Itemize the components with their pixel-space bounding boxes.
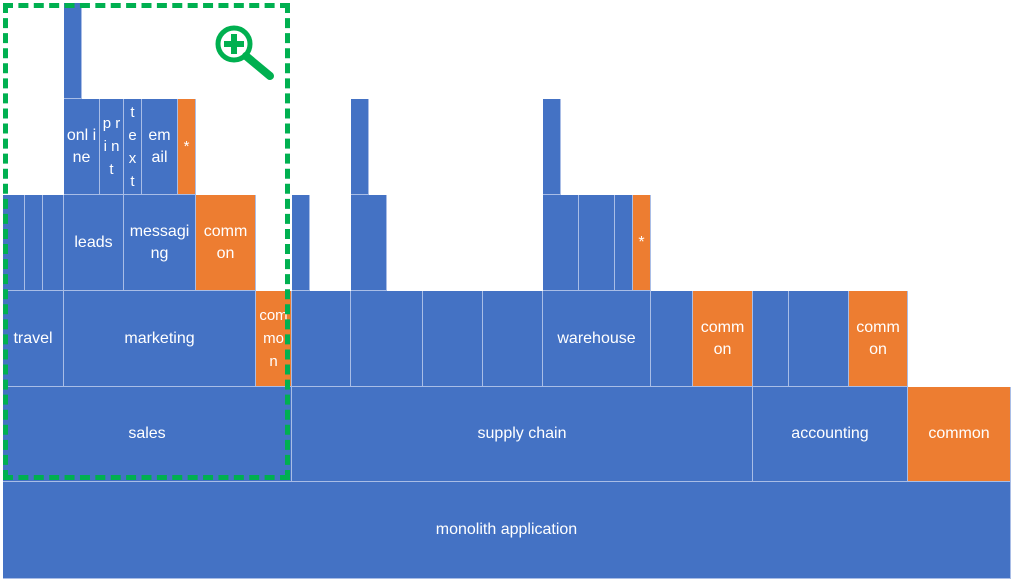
common-label-root: common xyxy=(928,425,990,442)
accounting-submodule-1 xyxy=(753,291,789,387)
common-label-sales: com mo n xyxy=(259,307,288,370)
leads-label: leads xyxy=(74,233,113,251)
leads-block: leads xyxy=(64,195,124,291)
text-label: t e x t xyxy=(128,103,137,190)
supply-submodule-5 xyxy=(651,291,693,387)
supply-leaf-1 xyxy=(292,195,310,291)
zoom-in-magnifier-icon[interactable] xyxy=(210,24,280,84)
common-block-supply: comm on xyxy=(693,291,753,387)
online-block: onl ine xyxy=(64,99,100,195)
sales-block: sales xyxy=(3,387,292,482)
print-block: p ri n t xyxy=(100,99,124,195)
accounting-label: accounting xyxy=(791,425,869,442)
warehouse-wildcard-label: * xyxy=(638,233,645,251)
warehouse-label: warehouse xyxy=(557,329,636,347)
travel-submodule-1 xyxy=(3,195,25,291)
warehouse-wildcard-block: * xyxy=(633,195,651,291)
messaging-label: messagi ng xyxy=(129,222,190,262)
accounting-submodule-2 xyxy=(789,291,849,387)
supply-chain-block: supply chain xyxy=(292,387,753,482)
online-submodule xyxy=(64,3,82,99)
monolith-application-block: monolith application xyxy=(3,482,1011,579)
warehouse-leaf-deep xyxy=(543,99,561,195)
common-block-accounting: comm on xyxy=(849,291,908,387)
online-label: onl ine xyxy=(66,126,97,166)
common-label-supply: comm on xyxy=(700,318,745,358)
warehouse-submodule-1 xyxy=(543,195,579,291)
marketing-label: marketing xyxy=(124,329,195,347)
email-label: em ail xyxy=(148,126,171,166)
supply-leaf-2 xyxy=(351,195,387,291)
marketing-block: marketing xyxy=(64,291,256,387)
travel-block: travel xyxy=(3,291,64,387)
common-block-marketing: comm on xyxy=(196,195,256,291)
common-label-accounting: comm on xyxy=(856,318,900,358)
email-block: em ail xyxy=(142,99,178,195)
common-label-marketing: comm on xyxy=(203,222,248,262)
print-label: p ri n t xyxy=(102,115,121,178)
travel-label: travel xyxy=(13,329,53,347)
travel-submodule-2 xyxy=(25,195,43,291)
travel-submodule-3 xyxy=(43,195,64,291)
messaging-wildcard-block: * xyxy=(178,99,196,195)
sales-label: sales xyxy=(128,425,166,442)
text-block: t e x t xyxy=(124,99,142,195)
supply-submodule-4 xyxy=(483,291,543,387)
warehouse-block: warehouse xyxy=(543,291,651,387)
warehouse-submodule-3 xyxy=(615,195,633,291)
accounting-block: accounting xyxy=(753,387,908,482)
common-block-sales: com mo n xyxy=(256,291,292,387)
supply-chain-label: supply chain xyxy=(477,425,567,442)
supply-submodule-1 xyxy=(292,291,351,387)
common-block-root: common xyxy=(908,387,1011,482)
monolith-application-label: monolith application xyxy=(435,521,578,538)
warehouse-submodule-2 xyxy=(579,195,615,291)
supply-leaf-deep xyxy=(351,99,369,195)
messaging-block: messagi ng xyxy=(124,195,196,291)
supply-submodule-3 xyxy=(423,291,483,387)
messaging-wildcard-label: * xyxy=(183,138,190,155)
supply-submodule-2 xyxy=(351,291,423,387)
